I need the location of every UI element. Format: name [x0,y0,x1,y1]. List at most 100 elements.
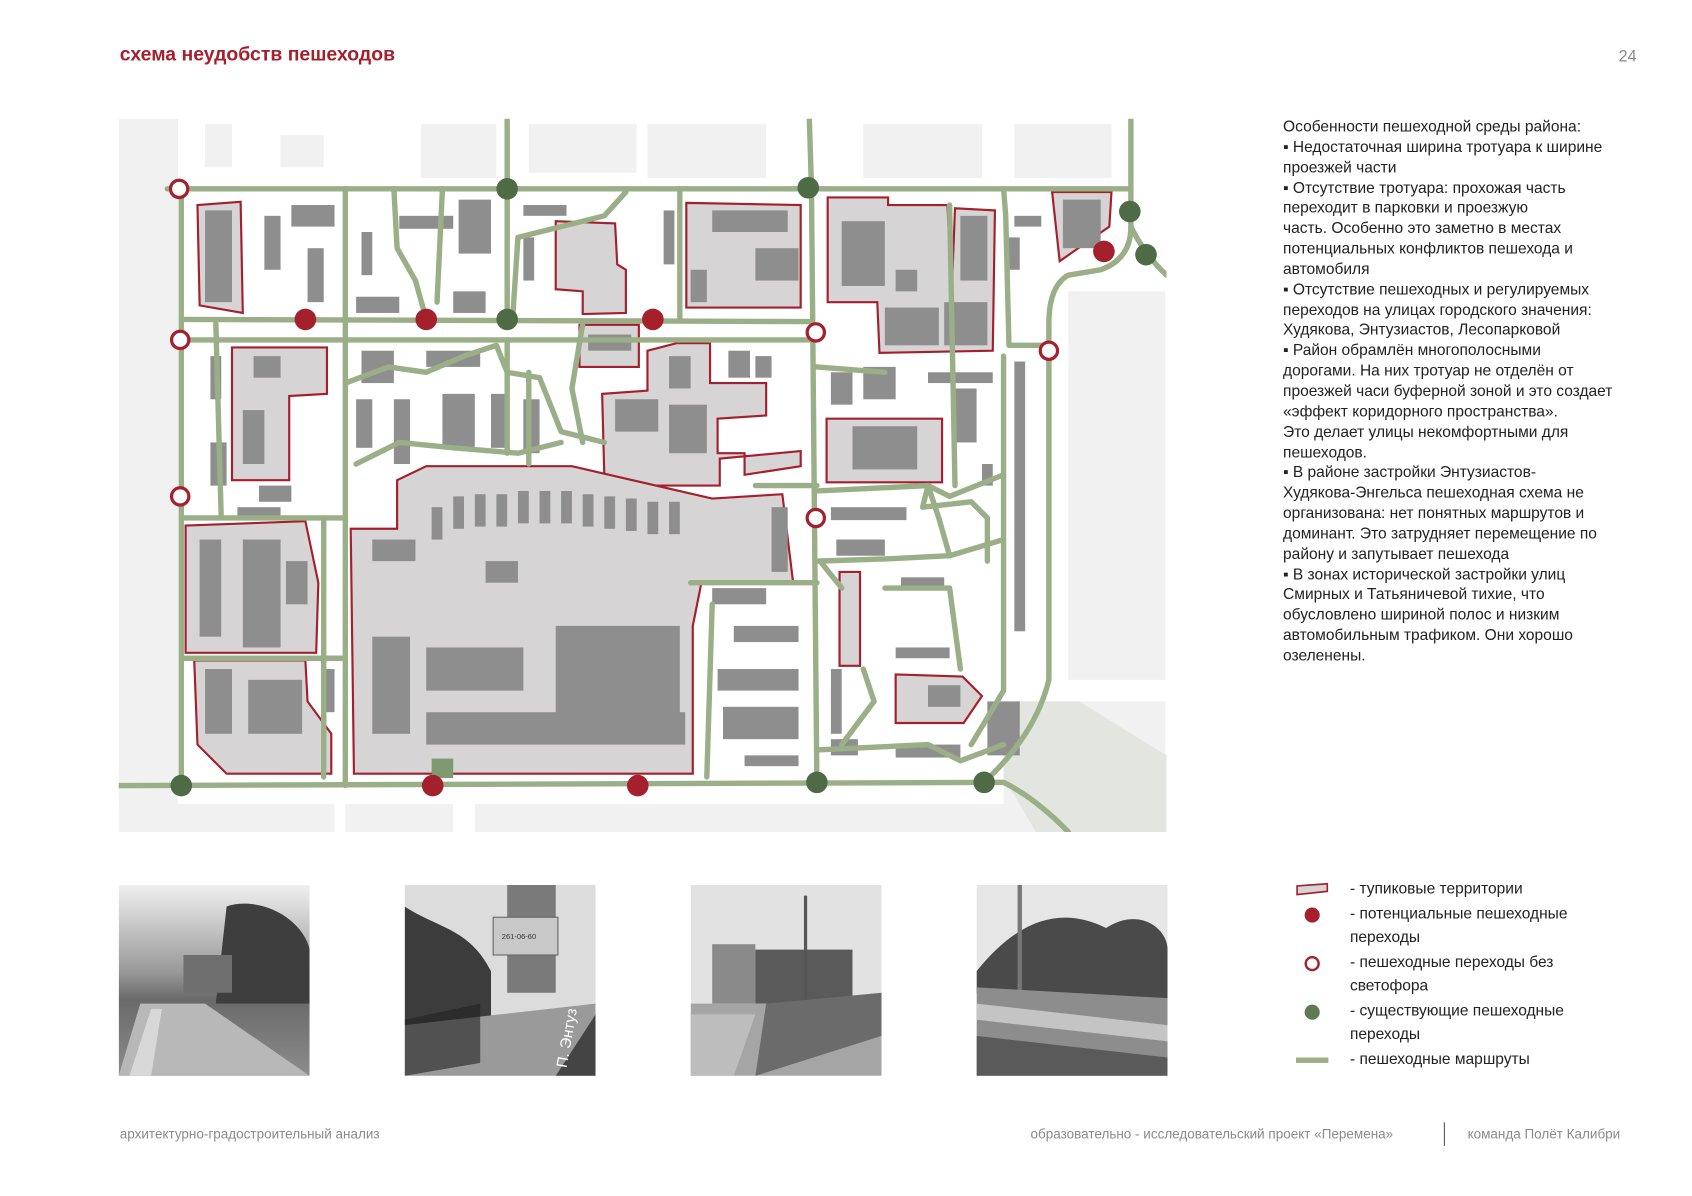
building [841,221,885,286]
pedestrian-route [1000,186,1052,349]
building [539,490,551,524]
description-line: ▪ Отсутствие пешеходных и регулируемых [1283,281,1590,299]
existing-crossing-marker [1119,200,1141,223]
building [901,577,945,589]
existing-crossing-marker [496,178,518,200]
building [253,356,281,378]
street-photo-1 [118,884,310,1076]
description-line: ▪ Недостаточная ширина тротуара к ширине [1283,139,1603,157]
background-block [248,803,335,832]
legend-label: - пешеходные маршруты [1349,1050,1530,1068]
building [291,205,335,227]
background-block [345,803,454,832]
pedestrian-route [981,118,1134,786]
background-block [1014,124,1112,179]
building [744,755,799,767]
description-line: Смирных и Татьяничевой тихие, что [1283,586,1545,604]
building [1014,215,1042,227]
page-title: схема неудобств пешеходов [119,43,396,65]
building [625,498,637,531]
building [205,210,233,303]
pedestrian-route [882,585,964,672]
street-photo-4 [976,884,1168,1076]
building [372,539,416,562]
building [582,494,594,527]
background-block [118,118,179,832]
footer-divider [1443,1122,1445,1147]
description-text: Особенности пешеходной среды района: ▪ Не… [1283,118,1612,667]
building [669,501,680,535]
unsignalized-crossing-marker [1038,340,1060,361]
existing-crossing-marker [496,308,518,331]
pedestrian-route [118,779,1072,832]
description-line: району и запутывает пешехода [1283,545,1510,563]
pedestrian-route [919,482,991,564]
building [604,496,616,529]
legend-item-unsignalized-crossing: - пешеходные переходы без светофора [1295,950,1609,999]
description-line: Особенности пешеходной среды района: [1283,118,1582,136]
building [242,410,265,465]
building [372,636,411,734]
billboard-text: 261-06-60 [502,932,536,941]
park-area [1003,701,1167,832]
green-circle-icon [1304,1004,1320,1020]
unsignalized-crossing-marker [805,507,827,529]
building [199,539,222,637]
building [928,685,961,707]
building [981,464,993,486]
building [205,669,233,734]
pedestrian-route [814,364,888,375]
building [1062,199,1101,249]
pedestrian-route [814,536,1007,564]
footer-left: архитектурно-градостроительный анализ [119,1126,380,1142]
building [496,494,508,527]
description-line: организована: нет понятных маршрутов и [1283,505,1585,523]
route-marker [431,758,454,779]
existing-crossing-marker [1135,243,1157,266]
building [523,399,540,454]
pedestrian-route [509,189,629,323]
pedestrian-map [118,118,1167,832]
building [755,356,772,378]
building [555,625,680,723]
description-line: переходов на улицах городского значения: [1283,301,1592,319]
building [830,507,907,521]
building [1014,361,1026,632]
legend-item-pedestrian-route: - пешеходные маршруты [1295,1047,1609,1071]
building [712,210,788,233]
page-number: 24 [1618,47,1637,66]
building [615,399,659,432]
description-line: ▪ В зонах исторической застройки улиц [1283,566,1566,584]
legend-item-existing-crossing: - существующие пешеходные переходы [1295,999,1609,1048]
open-red-circle-icon [1304,955,1320,971]
pedestrian-route [925,482,953,559]
building [426,647,524,691]
description-line: автомобильным трафиком. Они хорошо [1283,627,1573,645]
legend-label: - тупиковые территории [1349,880,1523,898]
building [490,393,508,448]
existing-crossing-marker [170,774,193,797]
building [307,248,324,303]
building [928,372,993,384]
building [728,350,750,378]
description-line: часть. Особенно это заметно в местах [1283,220,1562,238]
existing-crossing-marker [806,771,828,794]
building [237,507,281,518]
pedestrian-route [213,321,224,521]
background-block [604,803,777,832]
building [1008,237,1020,270]
pedestrian-route [814,472,1007,500]
description-line: озеленены. [1283,647,1366,665]
background-block [474,803,605,832]
legend-item-dead-end: - тупиковые территории [1295,877,1609,901]
unsignalized-crossing-marker [169,329,191,351]
building [248,679,303,734]
potential-crossing-marker [421,774,444,797]
potential-crossing-marker [642,308,664,331]
background-block [647,124,767,179]
building [485,561,518,583]
footer-center: образовательно - исследовательский проек… [1030,1126,1394,1142]
building [852,426,918,470]
pedestrian-route [814,741,1007,764]
